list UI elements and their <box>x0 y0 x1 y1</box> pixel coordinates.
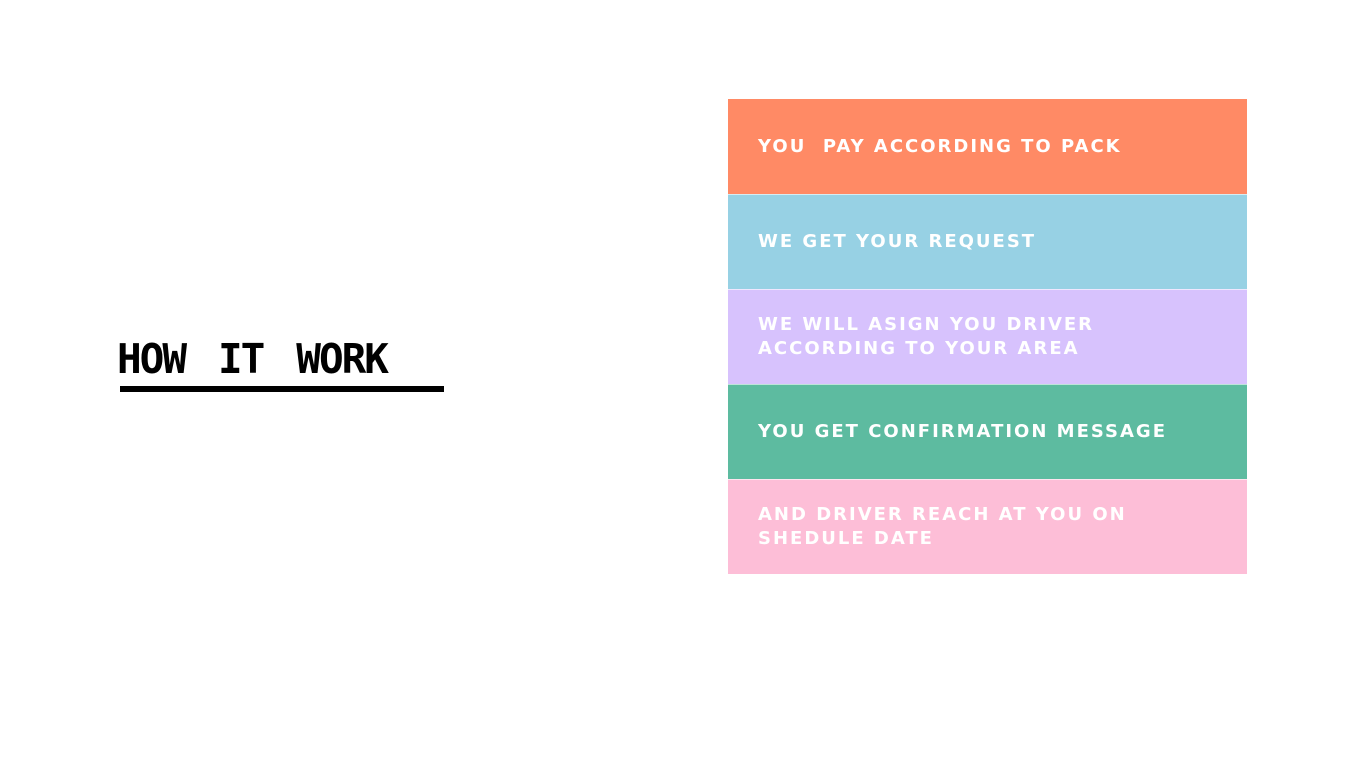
step-1-label: YOU PAY ACCORDING TO PACK <box>758 135 1122 157</box>
step-3-label: WE WILL ASIGN YOU DRIVER ACCORDING TO YO… <box>758 314 1095 359</box>
step-5: AND DRIVER REACH AT YOU ON SHEDULE DATE <box>728 479 1247 574</box>
title-block: How it work <box>117 318 445 398</box>
step-2-label: WE GET YOUR REQUEST <box>758 231 1037 252</box>
step-1: YOU PAY ACCORDING TO PACK <box>728 99 1247 194</box>
steps-list: YOU PAY ACCORDING TO PACK WE GET YOUR RE… <box>728 99 1247 574</box>
step-3: WE WILL ASIGN YOU DRIVER ACCORDING TO YO… <box>728 289 1247 384</box>
step-4-label: YOU GET CONFIRMATION MESSAGE <box>758 421 1168 442</box>
step-4: YOU GET CONFIRMATION MESSAGE <box>728 384 1247 479</box>
step-2: WE GET YOUR REQUEST <box>728 194 1247 289</box>
page-title: How it work <box>117 319 389 387</box>
step-5-label: AND DRIVER REACH AT YOU ON SHEDULE DATE <box>758 504 1127 549</box>
title-underline <box>120 386 444 392</box>
